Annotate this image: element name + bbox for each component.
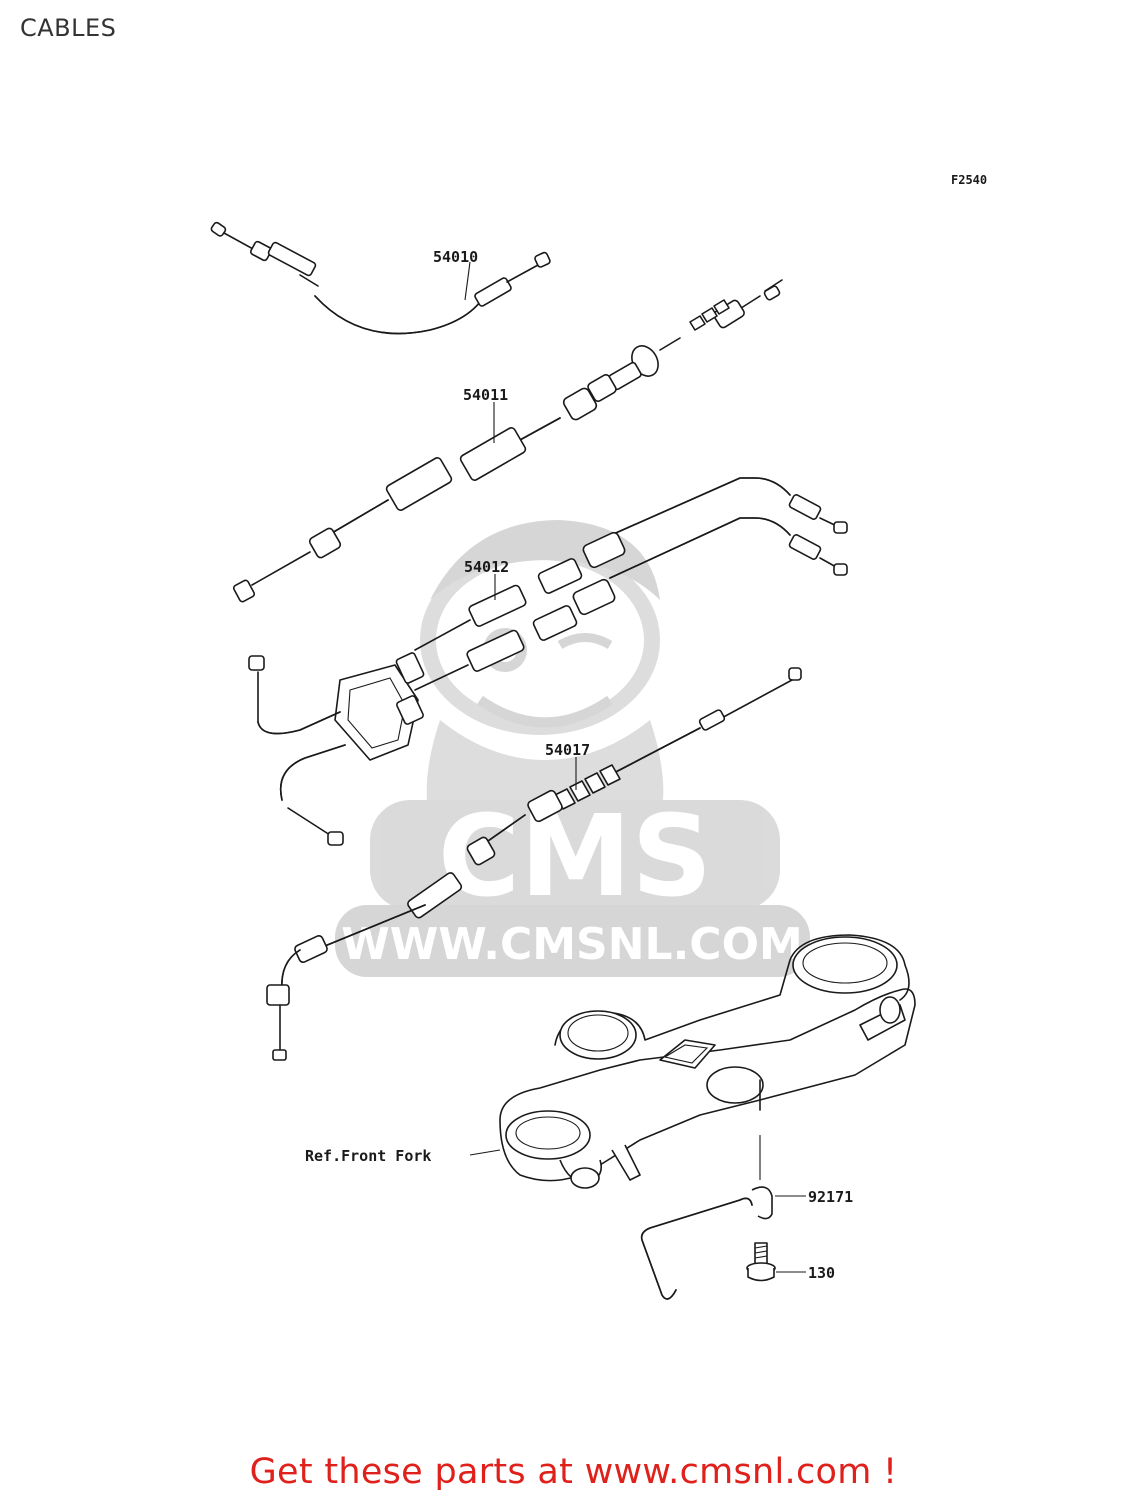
cable-54010 [210, 221, 551, 335]
callout-54012: 54012 [464, 558, 509, 576]
figure-code: F2540 [951, 173, 987, 187]
callout-54011: 54011 [463, 386, 508, 404]
callout-ref-front-fork: Ref.Front Fork [305, 1147, 431, 1165]
callout-54017: 54017 [545, 741, 590, 759]
page-title: CABLES [20, 14, 117, 42]
callout-130: 130 [808, 1264, 835, 1282]
cable-54011 [232, 279, 783, 603]
callout-54010: 54010 [433, 248, 478, 266]
clamp-92171 [640, 1186, 806, 1300]
cable-54017 [266, 667, 802, 1061]
callout-92171: 92171 [808, 1188, 853, 1206]
cable-54012 [248, 477, 848, 846]
bolt-130 [746, 1242, 806, 1282]
triple-clamp [469, 934, 916, 1189]
watermark-url-text: WWW.CMSNL.COM [341, 919, 803, 970]
get-parts-link[interactable]: Get these parts at www.cmsnl.com ! [249, 1452, 898, 1492]
